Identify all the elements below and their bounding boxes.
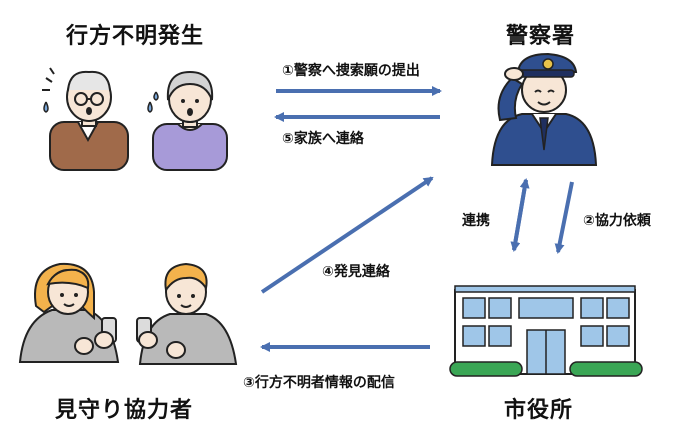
watcher-woman-illustration	[18, 262, 120, 363]
police-officer-illustration	[490, 52, 598, 166]
police-heading: 警察署	[506, 24, 576, 49]
label-step5: ⑤家族へ連絡	[282, 131, 364, 147]
city-hall-illustration	[449, 285, 643, 377]
missing-heading: 行方不明発生	[66, 24, 205, 49]
label-step3: ③行方不明者情報の配信	[243, 375, 395, 391]
label-step1: ①警察へ捜索願の提出	[282, 63, 420, 79]
label-cooperate: 連携	[462, 213, 490, 229]
arrow-cooperate-down	[510, 179, 528, 252]
watcher-man-illustration	[136, 262, 238, 365]
watchers-heading: 見守り協力者	[55, 398, 194, 423]
arrow-step4	[260, 176, 434, 294]
elderly-man-illustration	[42, 67, 129, 171]
label-step2: ②協力依頼	[583, 213, 651, 229]
arrow-step2	[554, 181, 574, 254]
label-step4: ④発見連絡	[322, 264, 390, 280]
elderly-woman-illustration	[147, 70, 228, 171]
city-hall-heading: 市役所	[504, 398, 574, 423]
